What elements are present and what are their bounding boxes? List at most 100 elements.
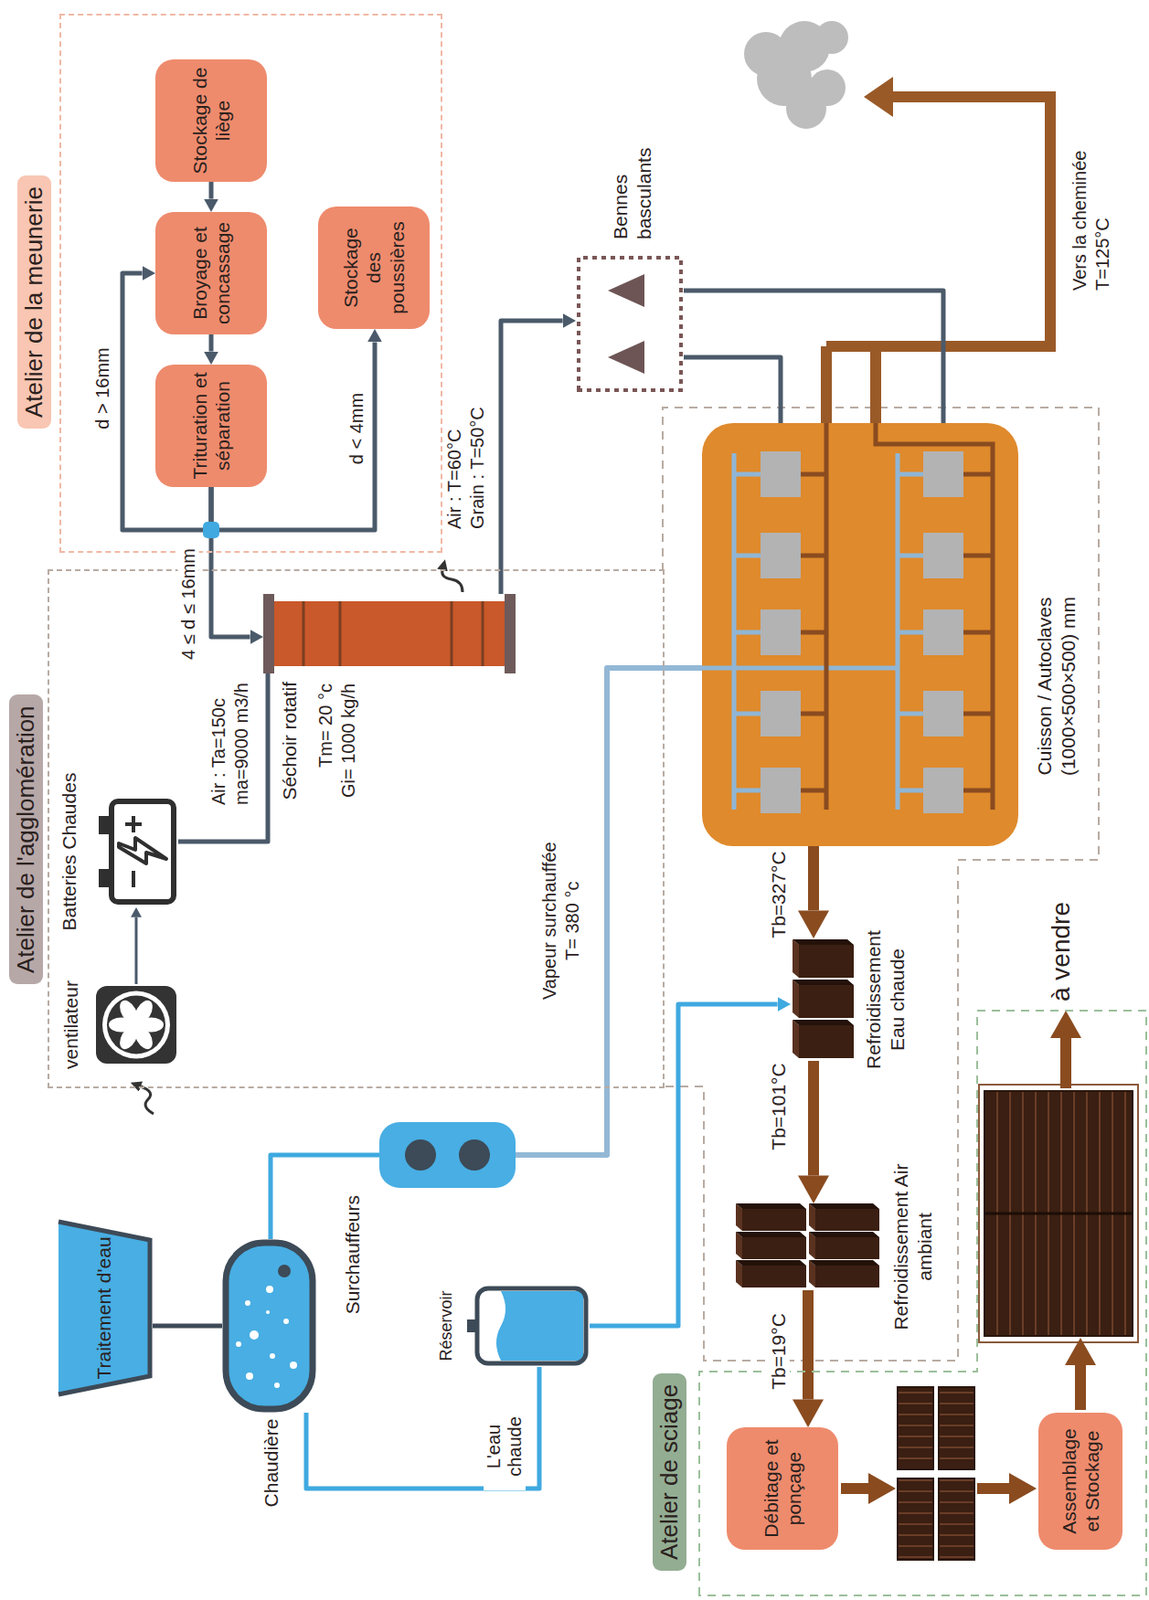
- drawing-part: [798, 1025, 854, 1059]
- boiler: Chaudière: [222, 1239, 317, 1414]
- brick-stack-shape: [734, 1203, 883, 1291]
- drawing-part: [155, 212, 267, 335]
- drawing-part: [808, 1260, 880, 1267]
- drawing-part: [442, 570, 463, 593]
- drawing-part: [458, 1139, 490, 1171]
- drawing-part: [760, 691, 801, 737]
- storage-box: Stockage des poussières: [318, 206, 430, 330]
- drawing-part: [808, 1203, 880, 1210]
- drawing-part: [235, 1341, 242, 1348]
- process-box: Broyage et concassage: [155, 212, 267, 335]
- water-basin: Traitement d'eau: [55, 1219, 153, 1398]
- drawing-part: [798, 945, 854, 979]
- brick-stack: Refroidissement Eau chaude: [790, 938, 857, 1062]
- edge-label: Tb=327°C: [767, 848, 790, 941]
- edge-label: Tb=101°C: [767, 1060, 790, 1153]
- drawing-part: [826, 96, 1051, 424]
- drawing-part: [450, 601, 454, 667]
- drawing-part: [744, 31, 788, 76]
- drawing-part: [815, 21, 849, 54]
- drawing-part: [277, 1265, 291, 1278]
- drawing-part: [140, 1086, 154, 1115]
- drawing-part: [155, 364, 267, 488]
- autoclave-shape: [702, 423, 1019, 847]
- annotation-label: Grain : T=50°C: [467, 406, 488, 530]
- process-box: Trituration et séparation: [155, 364, 267, 488]
- connector: [802, 1290, 814, 1400]
- connector: [270, 1155, 380, 1240]
- drawing-part: [800, 630, 993, 636]
- drawing-part: [274, 601, 505, 667]
- drawing-part: [102, 991, 171, 1060]
- drawing-part: [815, 1237, 880, 1260]
- junction-dot: [202, 521, 220, 539]
- node-text: ventilateur: [59, 961, 84, 1089]
- heater-battery-shape: [91, 796, 179, 908]
- rotary-dryer-shape: [263, 594, 516, 674]
- drawing-part: [742, 1209, 807, 1232]
- edge-label: L'eau chaude: [483, 1403, 526, 1491]
- workshop-region: Atelier de sciageDébitage et ponçageAsse…: [698, 1010, 1148, 1597]
- drawing-part: [923, 609, 964, 656]
- annotation-label: T=125°C: [1092, 217, 1113, 291]
- drawing-part: [760, 609, 801, 656]
- edge-label: 4 ≤ d ≤ 16mm: [178, 545, 200, 663]
- process-box: Débitage et ponçage: [726, 1427, 839, 1551]
- drawing-part: [815, 1209, 880, 1232]
- node-text: Surchauffeurs: [340, 1195, 365, 1335]
- drawing-part: [800, 553, 993, 559]
- drawing-part: [155, 59, 267, 182]
- drawing-part: [726, 1427, 839, 1551]
- drawing-part: [118, 838, 167, 864]
- annotation-label: T= 380 °c: [562, 882, 583, 961]
- annotation-label: Air : T=60°C: [444, 429, 465, 530]
- drawing-part: [130, 1020, 142, 1032]
- autoclave: Cuisson / Autoclaves (1000×500×500) mm: [702, 423, 1019, 847]
- node-text: Stockage des poussières: [339, 212, 409, 323]
- drawing-part: [481, 601, 485, 667]
- tank: Réservoir: [464, 1285, 590, 1368]
- drawing-part: [274, 1383, 280, 1389]
- drawing-part: [302, 601, 306, 667]
- node-text: Cuisson / Autoclaves (1000×500×500) mm: [1032, 567, 1080, 806]
- node-text: Bennes basculants: [608, 120, 656, 240]
- heater-battery: Batteries Chaudes: [91, 796, 179, 908]
- drawing-part: [760, 767, 801, 814]
- drawing-part: [938, 1478, 975, 1561]
- node-text: Refroidissement Air ambiant: [889, 1158, 937, 1337]
- drawing-part: [808, 1232, 880, 1238]
- process-box-shape: [155, 364, 267, 488]
- node-text: Batteries Chaudes: [57, 764, 82, 940]
- node-text: Refroidissement Eau chaude: [861, 911, 909, 1089]
- drawing-part: [702, 423, 1019, 847]
- annotation-label: Air : Ta=150c: [208, 698, 229, 806]
- node-text: Atelier de sciage: [652, 1373, 687, 1572]
- drawing-part: [263, 594, 275, 674]
- drawing-part: [923, 532, 964, 579]
- annotation-label: Tm= 20 °c: [315, 683, 336, 768]
- annotation-label: Vers la cheminée: [1069, 150, 1090, 291]
- drawing-part: [800, 472, 993, 478]
- product-stack: [978, 1085, 1139, 1343]
- connector: [135, 917, 139, 985]
- wood-planks: [897, 1387, 975, 1561]
- drawing-part: [923, 451, 964, 498]
- drawing-part: [404, 1139, 437, 1171]
- node-text: Traitement d'eau: [92, 1236, 116, 1380]
- drawing-part: [735, 1260, 807, 1267]
- drawing-part: [984, 1212, 1133, 1216]
- connector: [808, 846, 820, 911]
- drawing-part: [265, 1310, 270, 1315]
- drawing-part: [607, 340, 645, 374]
- drawing-part: [477, 1288, 586, 1364]
- drawing-part: [735, 1203, 807, 1210]
- drawing-part: [131, 871, 136, 888]
- connector: [209, 334, 214, 352]
- drawing-part: [826, 423, 993, 810]
- node-text: Débitage et ponçage: [759, 1434, 806, 1544]
- node-text: Atelier de l'agglomération: [9, 694, 43, 985]
- drawing-part: [815, 1266, 880, 1288]
- drawing-part: [863, 76, 894, 118]
- annotation-label: Vapeur surchauffée: [539, 841, 560, 1001]
- process-box: Stockage de liège: [155, 59, 267, 182]
